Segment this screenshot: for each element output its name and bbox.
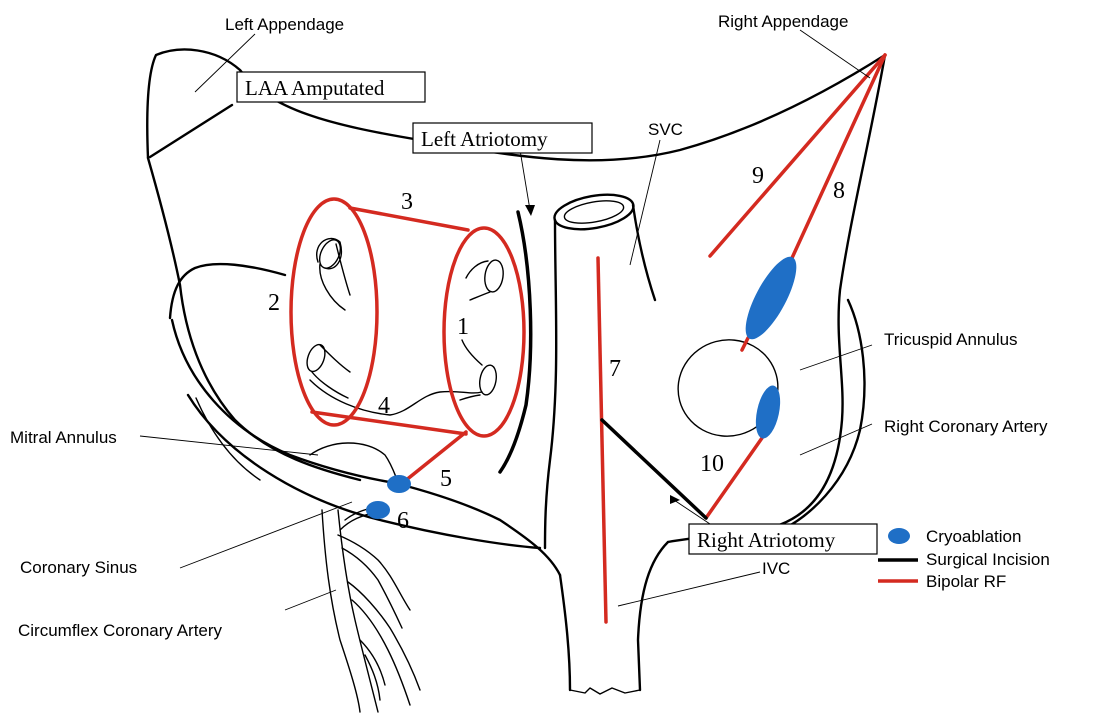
cryo-lesion-coronary-sinus [366,501,390,519]
ivc-right-wall [638,542,668,690]
svc-opening-outer [552,189,636,234]
right-atrium-far-contour [770,300,864,535]
label-ivc: IVC [762,559,790,578]
leader-tricuspid-annulus [800,345,872,370]
lesion-1-right-vein-encircling [444,228,524,436]
svc-left-wall [545,220,556,548]
lesion-5-mitral-line [400,432,466,485]
lesion-number-1: 1 [457,314,469,340]
lesion-number-8: 8 [833,178,845,204]
lesion-number-5: 5 [440,466,452,492]
legend-cryoablation-label: Cryoablation [926,527,1021,546]
label-left-atriotomy: Left Atriotomy [421,127,548,151]
lesion-10-tricuspid-line [706,438,762,518]
right-atriotomy-incision [602,420,706,518]
lesion-9-appendage-line [710,55,885,256]
lesion-8-lower-segment [742,338,748,350]
arrow-left-atriotomy [525,205,535,216]
cryoablation-lesions [366,250,806,519]
cryo-lesion-mitral [387,475,411,493]
left-lower-vein-opening [304,342,329,374]
label-tricuspid-annulus: Tricuspid Annulus [884,330,1018,349]
legend-cryoablation-swatch [888,528,910,544]
lesion-number-7: 7 [609,356,621,382]
legend-surgical-incision-label: Surgical Incision [926,550,1050,569]
lesion-number-9: 9 [752,163,764,189]
lesion-number-6: 6 [397,508,409,534]
left-atrium-outer-contour [148,158,360,480]
cryo-lesion-tricuspid [752,383,785,440]
mitral-annulus-arc [310,443,398,482]
label-mitral-annulus: Mitral Annulus [10,428,117,447]
right-upper-pulmonary-vein [466,261,490,300]
left-lower-pulmonary-vein [312,345,350,398]
lesion-number-2: 2 [268,290,280,316]
leader-right-coronary-artery [800,424,872,455]
lesion-number-3: 3 [401,189,413,215]
left-atriotomy-incision [500,212,531,472]
label-svc: SVC [648,120,683,139]
left-atrium-lower-contour [172,320,560,575]
lesion-number-10: 10 [700,451,724,477]
pulmonary-veins [304,237,505,415]
ivc-left-wall [560,575,570,690]
ivc-cut-edge [570,688,640,694]
laa-amputation-line [150,105,232,157]
right-lower-pulmonary-vein [460,340,482,400]
leader-left-atriotomy [520,150,530,210]
label-right-coronary-artery: Right Coronary Artery [884,417,1048,436]
circumflex-branch-2 [348,582,420,705]
leader-ivc [618,572,760,606]
svc-right-wall [633,205,655,300]
label-circumflex-coronary-artery: Circumflex Coronary Artery [18,621,223,640]
right-lower-vein-opening [478,364,499,396]
lesion-number-4: 4 [378,393,390,419]
leader-circumflex [285,590,336,610]
cryo-lesion-appendage-isthmus [736,250,806,345]
circumflex-branch-1 [338,535,410,628]
label-right-atriotomy: Right Atriotomy [697,528,836,552]
legend: Cryoablation Surgical Incision Bipolar R… [878,527,1050,591]
label-laa-amputated: LAA Amputated [245,76,385,100]
label-left-appendage: Left Appendage [225,15,344,34]
lesion-8-appendage-line [792,55,885,258]
lesion-7-svc-ivc-line [598,258,606,622]
label-right-appendage: Right Appendage [718,12,848,31]
label-coronary-sinus: Coronary Sinus [20,558,137,577]
circumflex-coronary-artery [322,506,420,712]
legend-bipolar-rf-label: Bipolar RF [926,572,1006,591]
right-upper-vein-opening [483,259,505,293]
leader-right-appendage [800,30,870,78]
